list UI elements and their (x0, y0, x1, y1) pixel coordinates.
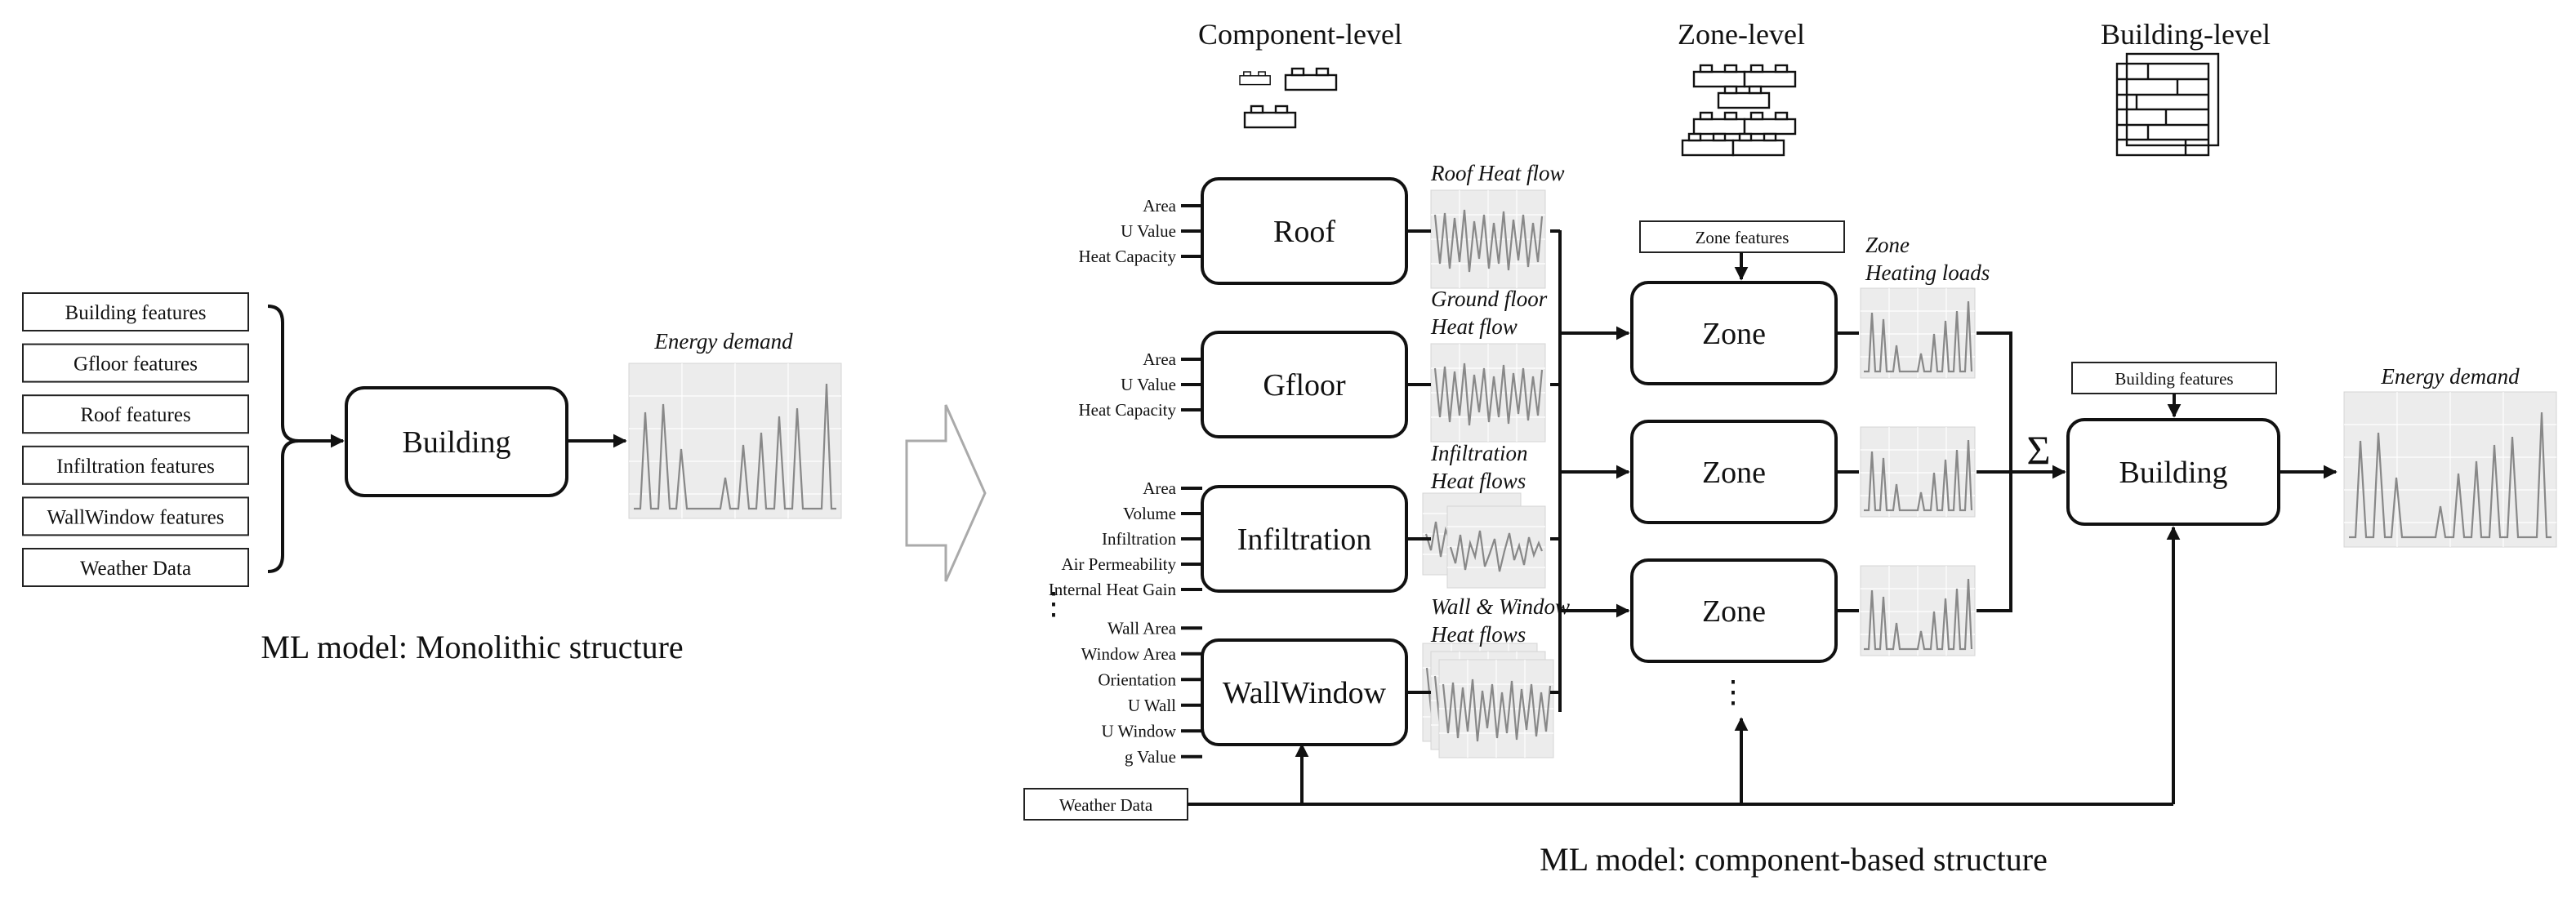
component-bricks-icon (1239, 67, 1338, 129)
component-level-heading: Component-level (1198, 18, 1402, 51)
component-input-label: Heat Capacity (1078, 400, 1176, 420)
zone-heating-load-plot (1859, 287, 1977, 380)
zone-bricks-icon (1681, 64, 1797, 157)
component-input-label: Heat Capacity (1078, 247, 1176, 266)
component-input-label: U Value (1121, 375, 1176, 394)
component-label: Infiltration (1237, 523, 1372, 557)
component-label: Roof (1273, 215, 1335, 249)
component-input-label: Wall Area (1108, 618, 1177, 638)
weather-data-label: Weather Data (1059, 795, 1153, 815)
building-features-box (2071, 362, 2277, 394)
component-input-label: Internal Heat Gain (1049, 580, 1177, 599)
component-label: Gfloor (1263, 368, 1346, 403)
component-label: WallWindow (1223, 676, 1387, 710)
mono-feature-box (22, 292, 249, 331)
zone-label: Zone (1702, 456, 1766, 490)
zone-features-label: Zone features (1696, 228, 1789, 247)
comp-caption: ML model: component-based structure (1540, 841, 2048, 878)
component-flow-label: Wall & Window (1431, 594, 1570, 619)
comp-energy-demand-label: Energy demand (2380, 364, 2520, 389)
component-input-label: Orientation (1098, 669, 1176, 689)
mono-feature-label: Gfloor features (74, 354, 198, 376)
mono-feature-box (22, 548, 249, 587)
mono-feature-label: Infiltration features (56, 456, 215, 478)
feature-brace (267, 305, 300, 573)
zone-features-box (1639, 220, 1845, 253)
component-input-label: Area (1143, 196, 1176, 216)
component-input-label: U Window (1101, 721, 1176, 741)
mono-caption: ML model: Monolithic structure (261, 629, 683, 665)
component-output-plot (1429, 189, 1547, 290)
mono-feature-label: WallWindow features (47, 506, 224, 528)
component-input-label: Air Permeability (1061, 554, 1176, 574)
mono-feature-box (22, 343, 249, 383)
zone-output-label-line2: Heating loads (1865, 260, 1990, 285)
mono-building-label: Building (402, 425, 510, 460)
sum-symbol: Σ (2026, 427, 2050, 473)
comp-building-label: Building (2119, 456, 2227, 490)
mono-feature-label: Weather Data (80, 558, 191, 580)
zone-level-heading: Zone-level (1678, 18, 1805, 51)
building-features-label: Building features (2115, 369, 2233, 389)
comp-energy-demand-plot (2342, 390, 2558, 549)
component-input-label: g Value (1125, 747, 1176, 767)
mono-feature-box (22, 445, 249, 485)
component-flow-label: Heat flows (1430, 469, 1526, 493)
feature-ellipsis: ⋮ (1038, 587, 1069, 621)
component-flow-label: Heat flows (1430, 622, 1526, 647)
building-level-heading: Building-level (2101, 18, 2271, 51)
zone-heating-load-plot (1859, 425, 1977, 518)
mono-feature-box (22, 496, 249, 536)
component-flow-label: Heat flow (1430, 314, 1518, 339)
mono-energy-demand-plot (627, 362, 843, 520)
component-input-label: U Value (1121, 221, 1176, 241)
transition-arrow (905, 404, 987, 582)
mono-feature-label: Roof features (80, 404, 190, 426)
component-input-label: Area (1143, 478, 1176, 498)
zone-output-label-line1: Zone (1865, 233, 1910, 257)
mono-energy-demand-label: Energy demand (653, 329, 793, 354)
component-output-plot (1437, 658, 1555, 759)
mono-feature-box (22, 394, 249, 434)
component-input-label: Area (1143, 349, 1176, 369)
component-flow-label: Ground floor (1431, 287, 1548, 311)
zone-heating-load-plot (1859, 564, 1977, 657)
component-input-label: Infiltration (1102, 529, 1176, 549)
component-input-label: Volume (1123, 504, 1176, 523)
component-flow-label: Roof Heat flow (1430, 161, 1565, 185)
zone-label: Zone (1702, 594, 1766, 629)
component-structure: Component-level Zone-level Building-leve… (1023, 18, 2558, 878)
component-output-plot (1446, 505, 1547, 589)
zone-ellipsis: ⋮ (1718, 675, 1749, 710)
component-flow-label: Infiltration (1430, 441, 1528, 465)
zone-label: Zone (1702, 317, 1766, 351)
component-input-label: U Wall (1128, 696, 1176, 715)
building-bricks-icon (2115, 52, 2220, 157)
component-input-label: Window Area (1081, 644, 1177, 664)
mono-feature-label: Building features (65, 302, 207, 324)
component-output-plot (1429, 342, 1547, 443)
